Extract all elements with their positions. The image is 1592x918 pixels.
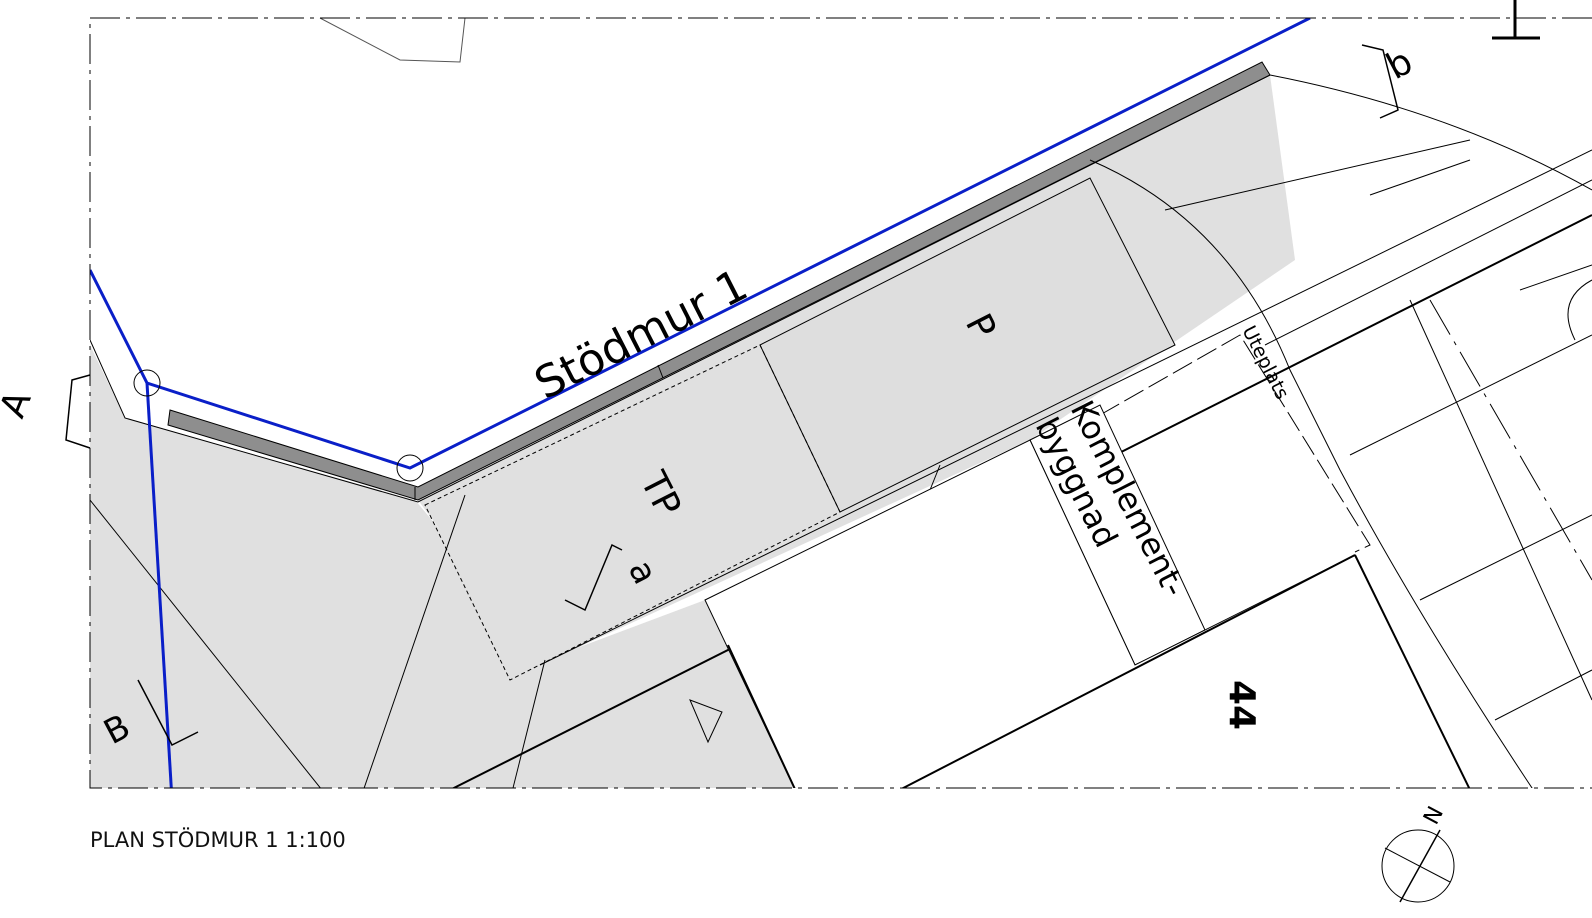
- plot-line-7: [1519, 264, 1592, 291]
- curved-boundary-top: [1269, 74, 1592, 191]
- house-edge-bottom: [901, 554, 1356, 788]
- north-circle: [1381, 829, 1455, 903]
- curved-boundary: [1089, 159, 1533, 788]
- plan-contents: Stödmur 1 P TP a Uteplats Komplement- by…: [90, 18, 1592, 788]
- plot-line-4: [1349, 334, 1592, 456]
- terrain-area: [90, 345, 550, 788]
- road-line-4: [512, 659, 546, 788]
- plot-line-5: [1419, 514, 1592, 601]
- plot-line-3: [1264, 179, 1592, 346]
- north-label: N: [1419, 803, 1449, 829]
- section-b-marker: [137, 679, 199, 747]
- triangle-marker: [689, 699, 723, 744]
- terrain-edge: [90, 74, 1271, 503]
- drawing-frame: [89, 17, 1592, 789]
- plot-line-1: [1164, 139, 1471, 211]
- house-edge-inner: [727, 644, 796, 788]
- road-line-2: [539, 149, 1592, 666]
- uteplats-label: Uteplats: [1238, 322, 1294, 403]
- road-line-3: [363, 494, 466, 788]
- tp-area: [424, 344, 841, 681]
- parking-area: [759, 177, 1176, 513]
- center-line: [1429, 299, 1592, 581]
- hill-contour: [319, 18, 466, 63]
- property-point-2: [396, 454, 424, 482]
- section-b-small-marker: [1361, 44, 1399, 119]
- property-line-down: [145, 382, 173, 788]
- drawing-caption: PLAN STÖDMUR 1 1:100: [90, 828, 346, 852]
- diagonal-short: [929, 464, 941, 491]
- plot-line-2: [1369, 159, 1471, 196]
- section-a-label: A: [0, 385, 40, 424]
- section-a-marker: [65, 374, 91, 449]
- property-point-1: [133, 369, 161, 397]
- diagonal-line: [90, 499, 322, 788]
- small-curve: [1567, 279, 1592, 341]
- section-b-small-label: b: [1380, 41, 1419, 88]
- property-line: [90, 18, 1311, 470]
- plot-line-6: [1494, 669, 1592, 721]
- wall-joint: [657, 364, 664, 379]
- uteplats-outline: [1099, 334, 1371, 553]
- house-number: 44: [1221, 680, 1262, 730]
- north-arrow: N: [1381, 803, 1455, 903]
- north-line-2: [1384, 847, 1451, 883]
- house-edge-right: [1354, 554, 1471, 788]
- plot-line-8: [1409, 299, 1592, 701]
- road-shaded-area: [494, 600, 795, 788]
- section-a-small-marker: [564, 543, 623, 612]
